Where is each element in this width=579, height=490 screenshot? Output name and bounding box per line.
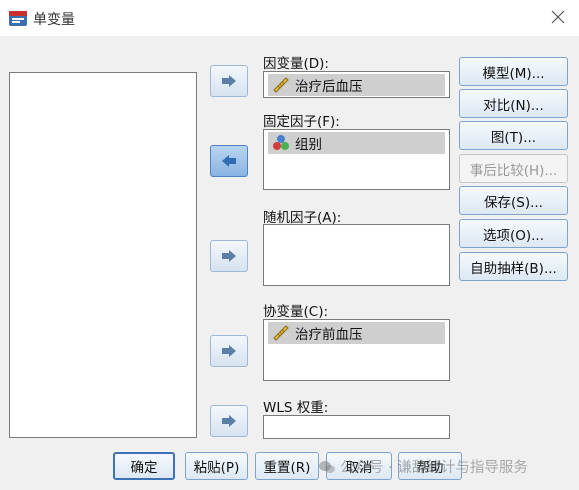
source-variable-list[interactable] (9, 72, 197, 438)
watermark-text: 公众号 · 谦辞统计与指导服务 (340, 460, 528, 476)
ok-button[interactable]: 确定 (113, 452, 175, 480)
nominal-circles-icon (273, 135, 289, 150)
arrow-right-icon (222, 75, 236, 87)
fixed-factor-name: 组别 (295, 137, 322, 153)
covariates-box[interactable]: 治疗前血压 (263, 319, 450, 381)
scale-ruler-icon (273, 77, 289, 93)
bootstrap-button[interactable]: 自助抽样(B)... (459, 252, 568, 281)
arrow-right-icon (222, 345, 236, 357)
move-to-covariates-button[interactable] (210, 335, 248, 367)
fixed-factors-label: 固定因子(F): (263, 114, 340, 130)
move-from-fixed-factors-button[interactable] (210, 145, 248, 177)
help-button[interactable]: 帮助 (398, 452, 462, 480)
cancel-button[interactable]: 取消 (326, 452, 392, 480)
wechat-icon (319, 461, 335, 473)
dependent-label: 因变量(D): (263, 56, 329, 72)
dependent-variable-name: 治疗后血压 (295, 79, 363, 95)
arrow-right-icon (222, 415, 236, 427)
save-button[interactable]: 保存(S)... (459, 186, 568, 215)
title-bar: 单变量 (0, 0, 579, 36)
fixed-factor-item[interactable]: 组别 (268, 132, 445, 154)
scale-ruler-icon (273, 325, 289, 341)
move-to-wls-weight-button[interactable] (210, 405, 248, 437)
reset-button[interactable]: 重置(R) (255, 452, 319, 480)
random-factors-label: 随机因子(A): (263, 210, 342, 226)
options-button[interactable]: 选项(O)... (459, 219, 568, 248)
close-icon[interactable] (549, 8, 567, 26)
fixed-factors-box[interactable]: 组别 (263, 129, 450, 190)
spss-dialog-icon (9, 11, 27, 26)
arrow-right-icon (222, 250, 236, 262)
arrow-left-icon (222, 155, 236, 167)
contrasts-button[interactable]: 对比(N)... (459, 89, 568, 118)
random-factors-box[interactable] (263, 224, 450, 286)
model-button[interactable]: 模型(M)... (459, 57, 568, 86)
plots-button[interactable]: 图(T)... (459, 121, 568, 150)
covariate-item[interactable]: 治疗前血压 (268, 322, 445, 344)
covariates-label: 协变量(C): (263, 304, 329, 320)
move-to-dependent-button[interactable] (210, 65, 248, 97)
covariate-name: 治疗前血压 (295, 327, 363, 343)
post-hoc-button: 事后比较(H)... (459, 154, 568, 183)
dependent-variable-box[interactable]: 治疗后血压 (263, 71, 450, 98)
dependent-variable-item[interactable]: 治疗后血压 (268, 74, 445, 96)
wls-weight-label: WLS 权重: (263, 400, 329, 416)
window-title: 单变量 (33, 12, 75, 28)
watermark: 公众号 · 谦辞统计与指导服务 (318, 456, 528, 477)
move-to-random-factors-button[interactable] (210, 240, 248, 272)
wls-weight-box[interactable] (263, 415, 450, 439)
paste-button[interactable]: 粘贴(P) (185, 452, 248, 480)
